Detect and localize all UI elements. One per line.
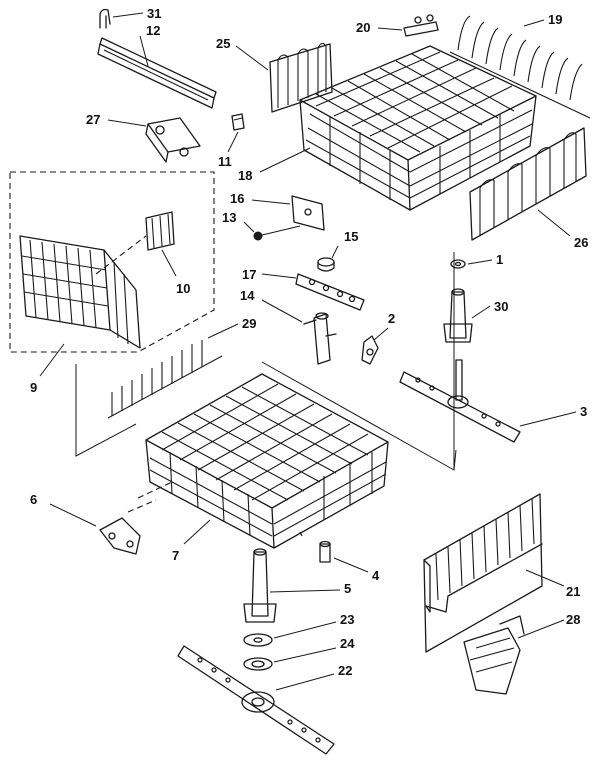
callout-18: 18 [238, 168, 252, 183]
part-20-clip [403, 14, 439, 37]
callout-12: 12 [146, 23, 160, 38]
leader-25 [235, 45, 269, 71]
callout-21: 21 [566, 584, 580, 599]
leader-22 [275, 673, 335, 691]
callout-7: 7 [172, 548, 179, 563]
leader-10 [161, 249, 177, 277]
leader-4 [333, 557, 369, 573]
leader-20 [377, 27, 403, 31]
leader-28 [517, 619, 565, 639]
leader-3 [519, 411, 577, 427]
assembly-guide-lines [75, 252, 457, 513]
callout-13: 13 [222, 210, 236, 225]
part-14-feed-tube [303, 312, 337, 365]
leader-26 [537, 209, 571, 237]
callout-19: 19 [548, 12, 562, 27]
leader-23 [273, 621, 337, 639]
callout-16: 16 [230, 191, 244, 206]
leader-11 [227, 131, 239, 153]
part-2-spray-tower [443, 288, 473, 343]
callout-29: 29 [242, 316, 256, 331]
part-16-plate [291, 195, 325, 231]
callout-27: 27 [86, 112, 100, 127]
part-19-tine-row [449, 15, 591, 119]
callout-5: 5 [344, 581, 351, 596]
callout-2: 30 [494, 299, 508, 314]
leader-21 [525, 569, 565, 587]
callout-9: 9 [30, 380, 37, 395]
part-24-seal [243, 657, 273, 671]
leader-18 [259, 147, 311, 173]
leader-16 [251, 199, 291, 205]
leader-5 [269, 589, 341, 593]
part-26-side-comb [469, 127, 587, 241]
part-4-roller [319, 540, 331, 563]
callout-17: 17 [242, 267, 256, 282]
callout-11: 11 [218, 154, 232, 169]
part-12-rail [97, 37, 217, 109]
part-25-comb-insert [269, 42, 333, 113]
callout-24: 24 [340, 636, 355, 651]
leader-6 [49, 503, 97, 527]
part-3-middle-spray-arm [399, 359, 521, 443]
callout-23: 23 [340, 612, 354, 627]
leader-19 [523, 19, 545, 27]
leader-29 [207, 323, 239, 339]
part-31-hook [99, 8, 111, 29]
callout-10: 10 [176, 281, 190, 296]
callout-20: 20 [356, 20, 370, 35]
part-10-basket-lid [145, 211, 175, 251]
part-11-end-cap [231, 113, 245, 131]
part-23-washer [243, 633, 273, 647]
part-1-washer [450, 259, 466, 269]
leader-9 [39, 343, 65, 377]
part-15-nut [317, 257, 335, 272]
leader-13 [243, 221, 255, 233]
callout-6: 6 [30, 492, 37, 507]
part-18-upper-rack [299, 45, 537, 211]
part-17-upper-arm [295, 273, 365, 311]
leader-17 [261, 273, 297, 279]
callout-26: 26 [574, 235, 588, 250]
leader-1 [467, 259, 493, 265]
callout-1: 1 [496, 252, 503, 267]
part-9-assembly-outline [9, 171, 215, 353]
part-29-tine-row [107, 340, 223, 419]
callout-25: 25 [216, 36, 230, 51]
leader-31 [112, 12, 144, 18]
leader-24 [273, 647, 337, 663]
part-13-screw [253, 225, 301, 241]
leader-15 [331, 245, 339, 259]
part-5-lower-spray-tower [243, 548, 277, 623]
part-7-lower-rack [145, 373, 389, 549]
callout-4: 4 [372, 568, 380, 583]
part-28-cup [463, 615, 525, 695]
leader-7 [183, 519, 211, 545]
callout-30: 2 [388, 311, 395, 326]
callout-31: 31 [147, 6, 161, 21]
callout-28: 28 [566, 612, 580, 627]
callout-3: 3 [580, 404, 587, 419]
leader-14 [261, 299, 303, 323]
part-10-basket-basket [19, 235, 141, 349]
leader-27 [107, 119, 147, 127]
leader-2 [471, 305, 491, 319]
part-22-lower-spray-arm [177, 645, 335, 755]
assembly-dash-line [95, 235, 147, 275]
callout-15: 15 [344, 229, 358, 244]
callout-22: 22 [338, 663, 352, 678]
part-30-fitting [361, 335, 379, 365]
leader-30 [373, 327, 389, 341]
leader-12 [139, 35, 149, 67]
part-27-bracket [145, 117, 201, 163]
part-21-basket-cover [423, 493, 543, 653]
part-6-clip [99, 517, 141, 555]
callout-14: 14 [240, 288, 255, 303]
